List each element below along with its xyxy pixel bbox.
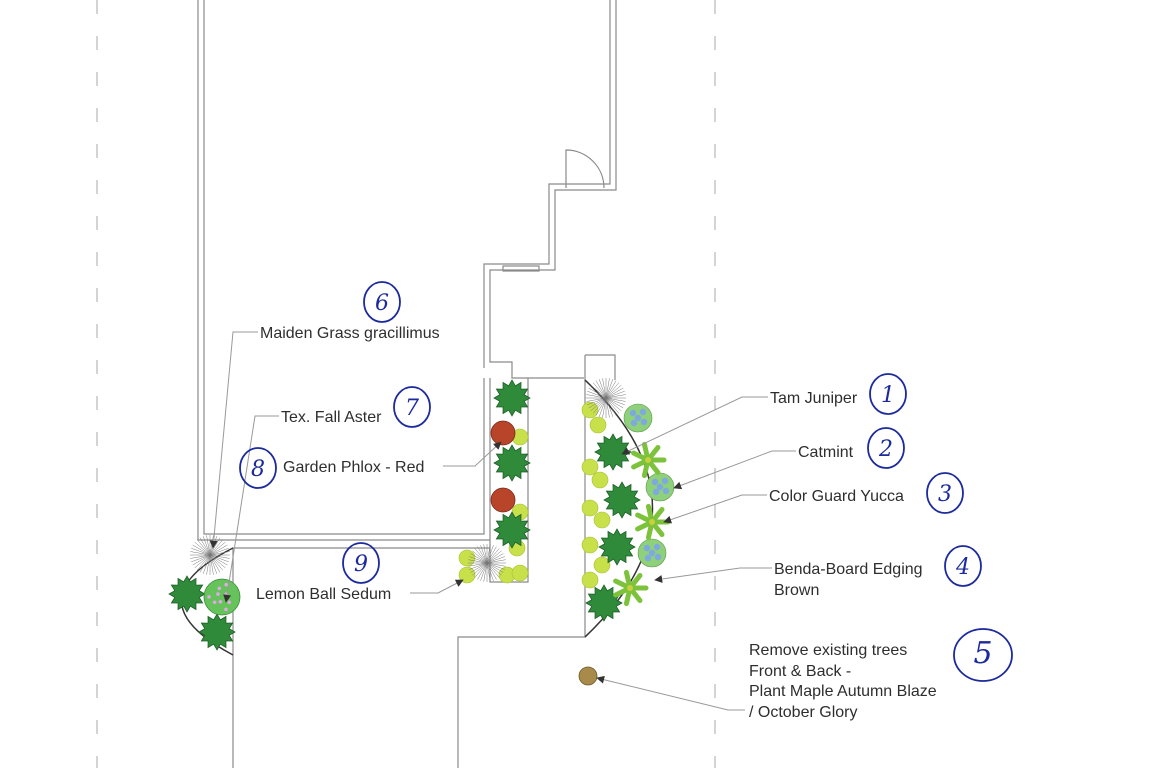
catmint-icon [645, 472, 675, 502]
lemon-ball-sedum-icon [581, 536, 599, 554]
annotation-number-7: 7 [393, 386, 431, 428]
annotation-number-3: 3 [926, 472, 964, 514]
annotation-number-6: 6 [363, 281, 401, 323]
label-tam-juniper: Tam Juniper [770, 390, 858, 407]
label-trees-line2: Front & Back - [749, 663, 851, 680]
annotation-label: 3 [938, 482, 952, 507]
lemon-ball-sedum-icon [581, 458, 599, 476]
label-catmint: Catmint [798, 444, 854, 461]
lemon-ball-sedum-icon [591, 471, 609, 489]
annotation-label: 6 [375, 291, 389, 316]
house-outline [197, 0, 617, 541]
handwritten-annotations: 6 7 8 9 1 2 3 4 5 [239, 281, 1013, 682]
yucca-icon [635, 503, 671, 541]
garden-phlox-icon [490, 420, 516, 446]
lemon-ball-sedum-icon [593, 511, 611, 529]
plants [168, 378, 675, 686]
juniper-icon [493, 379, 531, 417]
catmint-icon [637, 538, 667, 568]
lemon-ball-sedum-icon [581, 499, 599, 517]
annotation-label: 4 [955, 555, 970, 580]
yucca-icon [613, 569, 649, 607]
annotation-label: 5 [973, 636, 992, 671]
maiden-grass-icon [190, 535, 230, 575]
annotation-number-1: 1 [869, 373, 907, 415]
juniper-icon [585, 584, 623, 622]
label-fall-aster: Tex. Fall Aster [281, 409, 382, 426]
annotation-label: 8 [251, 457, 265, 482]
garden-phlox-icon [490, 487, 516, 513]
annotation-number-8: 8 [239, 447, 277, 489]
maiden-grass-icon [586, 378, 626, 418]
catmint-icon [623, 403, 653, 433]
label-trees-line4: / October Glory [749, 704, 857, 721]
lemon-ball-sedum-icon [511, 564, 529, 582]
yucca-icon [631, 441, 667, 479]
juniper-icon [598, 528, 636, 566]
lemon-ball-sedum-icon [581, 571, 599, 589]
annotation-label: 1 [881, 383, 895, 408]
lemon-ball-sedum-icon [589, 416, 607, 434]
annotation-number-2: 2 [867, 427, 905, 469]
annotation-label: 7 [405, 396, 419, 421]
label-trees-line1: Remove existing trees [749, 642, 907, 659]
label-garden-phlox: Garden Phlox - Red [283, 459, 424, 476]
label-edging-line2: Brown [774, 582, 819, 599]
label-yucca: Color Guard Yucca [769, 488, 904, 505]
label-trees-line3: Plant Maple Autumn Blaze [749, 683, 937, 700]
juniper-icon [493, 511, 531, 549]
annotation-label: 9 [354, 552, 368, 577]
juniper-icon [198, 613, 236, 651]
maiden-grass-icon [468, 544, 506, 582]
label-maiden-grass: Maiden Grass gracillimus [260, 325, 440, 342]
juniper-icon [603, 481, 641, 519]
door-icon [565, 149, 605, 189]
juniper-icon [168, 575, 206, 613]
lemon-ball-sedum-icon [458, 566, 476, 584]
lemon-ball-sedum-icon [581, 401, 599, 419]
juniper-icon [493, 444, 531, 482]
lemon-ball-sedum-icon [593, 556, 611, 574]
label-lemon-ball-sedum: Lemon Ball Sedum [256, 586, 391, 603]
leader-lines [209, 331, 796, 711]
maple-tree-icon [578, 666, 598, 686]
annotation-label: 2 [878, 437, 893, 462]
annotation-number-4: 4 [944, 545, 982, 587]
annotation-number-9: 9 [342, 542, 380, 584]
label-edging-line1: Benda-Board Edging [774, 561, 923, 578]
juniper-icon [594, 433, 632, 471]
annotation-number-5: 5 [953, 628, 1013, 682]
fall-aster-icon [203, 578, 241, 616]
